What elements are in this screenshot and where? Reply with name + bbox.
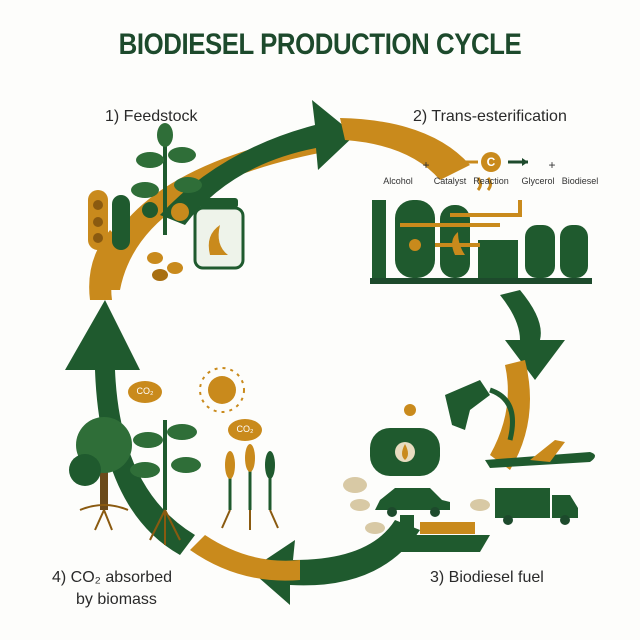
- soybean-plant-icon: [131, 123, 202, 235]
- step-1-label: 1) Feedstock: [105, 108, 198, 125]
- alcohol-label: Alcohol: [383, 176, 413, 186]
- fuel-nozzle-icon: [445, 380, 515, 441]
- co2-label-right: CO₂: [236, 424, 254, 434]
- arrow-left-green: [65, 300, 195, 555]
- arrow-right-green: [500, 290, 565, 380]
- step-4-label-line2: by biomass: [76, 591, 157, 608]
- car-icon: [375, 488, 450, 517]
- reaction-arrow-icons: [455, 152, 528, 172]
- truck-icon: [495, 488, 578, 525]
- young-plant-icon: [130, 420, 201, 545]
- sun-icon: [199, 367, 245, 413]
- biodiesel-plant-icon: [370, 177, 592, 284]
- co2-label-left: CO₂: [136, 386, 154, 396]
- page-title: BIODIESEL PRODUCTION CYCLE: [118, 28, 522, 61]
- exhaust-icons: [343, 477, 490, 534]
- beans-icon: [147, 252, 183, 281]
- oil-jar-icon: [193, 198, 245, 270]
- arrow-bottom-green: [250, 520, 420, 605]
- plus-sign: +: [422, 158, 430, 172]
- step-4-label: 4) CO₂ absorbed: [52, 569, 173, 586]
- step-3-label: 3) Biodiesel fuel: [430, 569, 544, 586]
- co2-cloud-right: [228, 419, 262, 441]
- biodiesel-label: Biodiesel: [561, 176, 599, 186]
- fuel-tank-icon: [370, 404, 440, 476]
- reaction-label: Reaction: [473, 176, 509, 186]
- step-2-label: 2) Trans-esterification: [413, 108, 567, 125]
- plus-sign-2: +: [548, 158, 556, 172]
- co2-cloud-left: [128, 381, 162, 403]
- soybean-pod-icon: [88, 190, 130, 250]
- arrow-top-right-gold: [340, 118, 470, 180]
- airplane-icon: [485, 440, 595, 468]
- arrow-top-green: [160, 100, 355, 225]
- arrow-bottom-gold: [190, 535, 300, 581]
- ship-icon: [392, 515, 490, 552]
- glycerol-label: Glycerol: [521, 176, 555, 186]
- reaction-symbol: C: [486, 155, 496, 169]
- wheat-icon: [221, 444, 279, 530]
- catalyst-label: Catalyst: [433, 176, 467, 186]
- tree-icon: [69, 417, 132, 531]
